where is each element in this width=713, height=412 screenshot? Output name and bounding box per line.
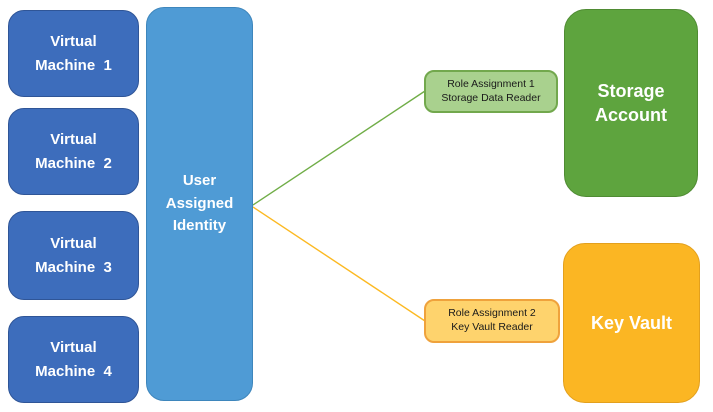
user-assigned-identity-box: User Assigned Identity [146, 7, 253, 401]
role-assignment-1-line2: Storage Data Reader [441, 91, 541, 104]
role-assignment-2-line1: Role Assignment 2 [448, 307, 536, 320]
user-assigned-identity-label: User Assigned Identity [165, 172, 234, 235]
virtual-machine-1-box: Virtual Machine 1 [8, 10, 139, 97]
role-assignment-1-line1: Role Assignment 1 [447, 77, 535, 90]
virtual-machine-1-label: Virtual Machine 1 [35, 33, 112, 74]
storage-account-box: Storage Account [564, 9, 698, 197]
virtual-machine-3-label: Virtual Machine 3 [35, 235, 112, 276]
keyvault-assignment-line [252, 206, 426, 322]
storage-assignment-line [252, 90, 426, 206]
virtual-machine-4-box: Virtual Machine 4 [8, 316, 139, 403]
key-vault-box: Key Vault [563, 243, 700, 403]
key-vault-label: Key Vault [590, 312, 673, 333]
role-assignment-2-line2: Key Vault Reader [451, 321, 533, 333]
virtual-machine-4-label: Virtual Machine 4 [35, 339, 112, 380]
virtual-machine-3-box: Virtual Machine 3 [8, 211, 139, 300]
virtual-machine-2-box: Virtual Machine 2 [8, 108, 139, 195]
virtual-machine-2-label: Virtual Machine 2 [35, 131, 112, 172]
storage-account-label: Storage Account [595, 80, 667, 125]
